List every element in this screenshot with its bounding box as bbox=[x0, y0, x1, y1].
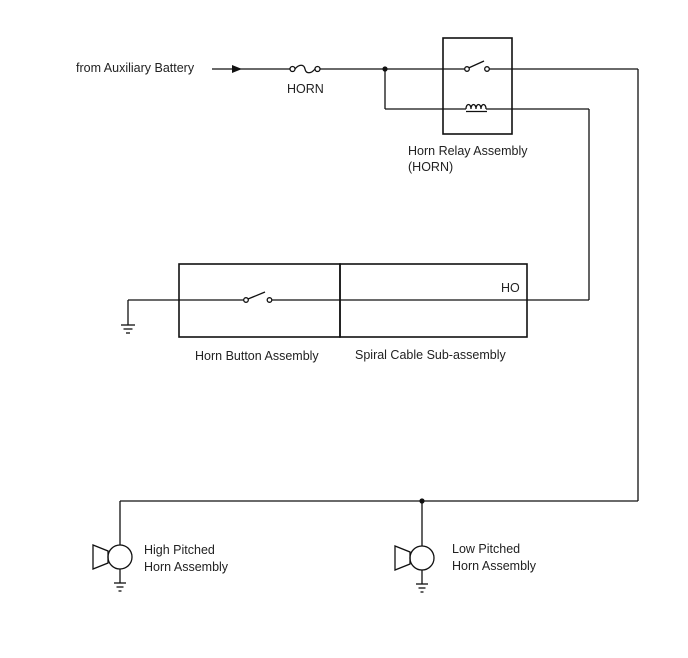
low-horn-label-line1: Low Pitched bbox=[452, 542, 520, 556]
relay-coil-icon bbox=[465, 103, 487, 110]
relay-label-line1: Horn Relay Assembly bbox=[408, 144, 528, 158]
low-pitched-horn: Low Pitched Horn Assembly bbox=[394, 501, 537, 593]
ground-icon bbox=[121, 300, 135, 334]
fuse-label: HORN bbox=[287, 82, 324, 96]
spiral-cable-label: Spiral Cable Sub-assembly bbox=[355, 348, 507, 362]
fuse-element-icon bbox=[294, 64, 316, 74]
high-horn-label-line2: Horn Assembly bbox=[144, 560, 229, 574]
fuse-terminal-left bbox=[289, 65, 296, 73]
source-label: from Auxiliary Battery bbox=[76, 61, 195, 75]
horn-button-label: Horn Button Assembly bbox=[195, 349, 319, 363]
high-horn-label-line1: High Pitched bbox=[144, 543, 215, 557]
relay-switch-terminal-left bbox=[464, 66, 470, 72]
horn-switch-terminal-left bbox=[243, 297, 249, 303]
horn-button-and-spiral-cable: HO Horn Button Assembly Spiral Cable Sub… bbox=[128, 263, 528, 363]
horn-switch-terminal-right bbox=[266, 297, 273, 303]
terminal-ho-label: HO bbox=[501, 281, 520, 295]
low-horn-body bbox=[409, 545, 435, 571]
horn-relay: Horn Relay Assembly (HORN) bbox=[384, 37, 638, 174]
horn-icon bbox=[394, 545, 411, 571]
horn-fuse: HORN bbox=[287, 64, 324, 96]
relay-switch-terminal-right bbox=[484, 66, 490, 72]
relay-box bbox=[442, 37, 513, 135]
battery-feed: from Auxiliary Battery bbox=[76, 61, 290, 75]
horn-icon bbox=[92, 544, 109, 570]
horn-switch-blade bbox=[247, 291, 266, 300]
feed-arrow-icon bbox=[232, 65, 242, 73]
high-horn-body bbox=[107, 544, 133, 570]
relay-label-line2: (HORN) bbox=[408, 160, 453, 174]
relay-switch-blade bbox=[468, 60, 485, 69]
high-pitched-horn: High Pitched Horn Assembly bbox=[92, 501, 229, 592]
fuse-terminal-right bbox=[314, 65, 321, 73]
low-horn-label-line2: Horn Assembly bbox=[452, 559, 537, 573]
